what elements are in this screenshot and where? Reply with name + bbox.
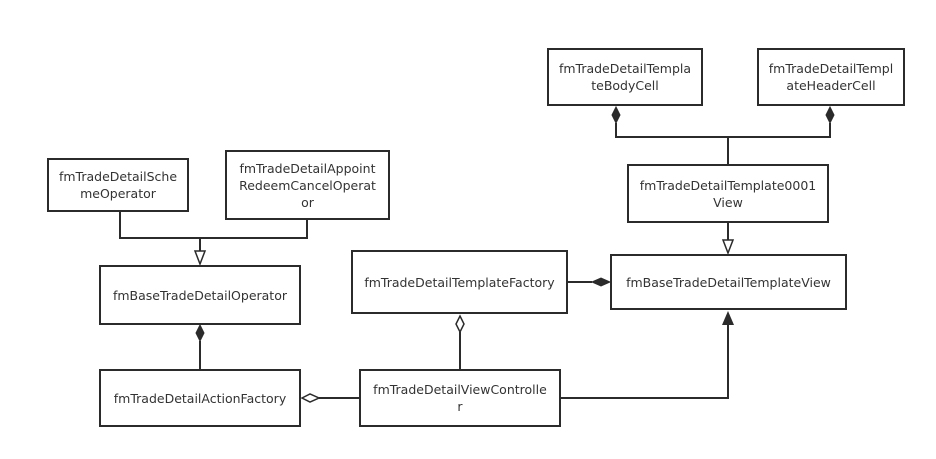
association-line-base-template-view [561, 324, 729, 399]
class-template-factory-label: fmTradeDetailTemplateFactory [364, 274, 555, 290]
class-action-factory: fmTradeDetailActionFactory [99, 369, 301, 427]
class-template-0001-view: fmTradeDetailTemplate0001 View [627, 164, 829, 223]
class-base-operator: fmBaseTradeDetailOperator [99, 265, 301, 325]
inheritance-line-scheme-operator [119, 211, 200, 239]
class-appoint-redeem-cancel-operator: fmTradeDetailAppoint RedeemCancelOperat … [225, 150, 390, 220]
composition-line-body-cell [615, 123, 729, 165]
class-view-controller: fmTradeDetailViewControlle r [359, 369, 561, 427]
composition-line-header-cell [728, 123, 831, 138]
association-arrow-base-template-view [722, 311, 734, 325]
class-template-factory: fmTradeDetailTemplateFactory [351, 250, 568, 314]
aggregation-diamond-template-factory [455, 314, 465, 334]
inheritance-arrow-base-operator [193, 250, 207, 267]
class-action-factory-label: fmTradeDetailActionFactory [113, 390, 287, 406]
composition-diamond-body-cell [611, 105, 621, 125]
class-template-body-cell: fmTradeDetailTempla teBodyCell [547, 48, 703, 106]
class-scheme-operator: fmTradeDetailSche meOperator [47, 158, 189, 212]
class-template-header-cell: fmTradeDetailTempl ateHeaderCell [757, 48, 905, 106]
composition-diamond-template-factory [590, 277, 612, 287]
composition-diamond-base-operator [195, 323, 205, 343]
class-base-template-view-label: fmBaseTradeDetailTemplateView [626, 274, 831, 290]
class-template-body-cell-label: fmTradeDetailTempla teBodyCell [558, 61, 692, 93]
class-template-0001-view-label: fmTradeDetailTemplate0001 View [639, 177, 817, 210]
composition-diamond-header-cell [825, 105, 835, 125]
class-base-operator-label: fmBaseTradeDetailOperator [112, 287, 287, 303]
aggregation-diamond-action-factory [300, 393, 321, 403]
class-template-header-cell-label: fmTradeDetailTempl ateHeaderCell [768, 61, 894, 93]
inheritance-line-cancel-operator [200, 219, 308, 239]
inheritance-arrow-template-view [721, 239, 735, 256]
class-base-template-view: fmBaseTradeDetailTemplateView [610, 254, 847, 310]
class-scheme-operator-label: fmTradeDetailSche meOperator [58, 169, 178, 201]
class-view-controller-label: fmTradeDetailViewControlle r [373, 382, 547, 414]
class-appoint-redeem-cancel-operator-label: fmTradeDetailAppoint RedeemCancelOperat … [239, 160, 376, 210]
